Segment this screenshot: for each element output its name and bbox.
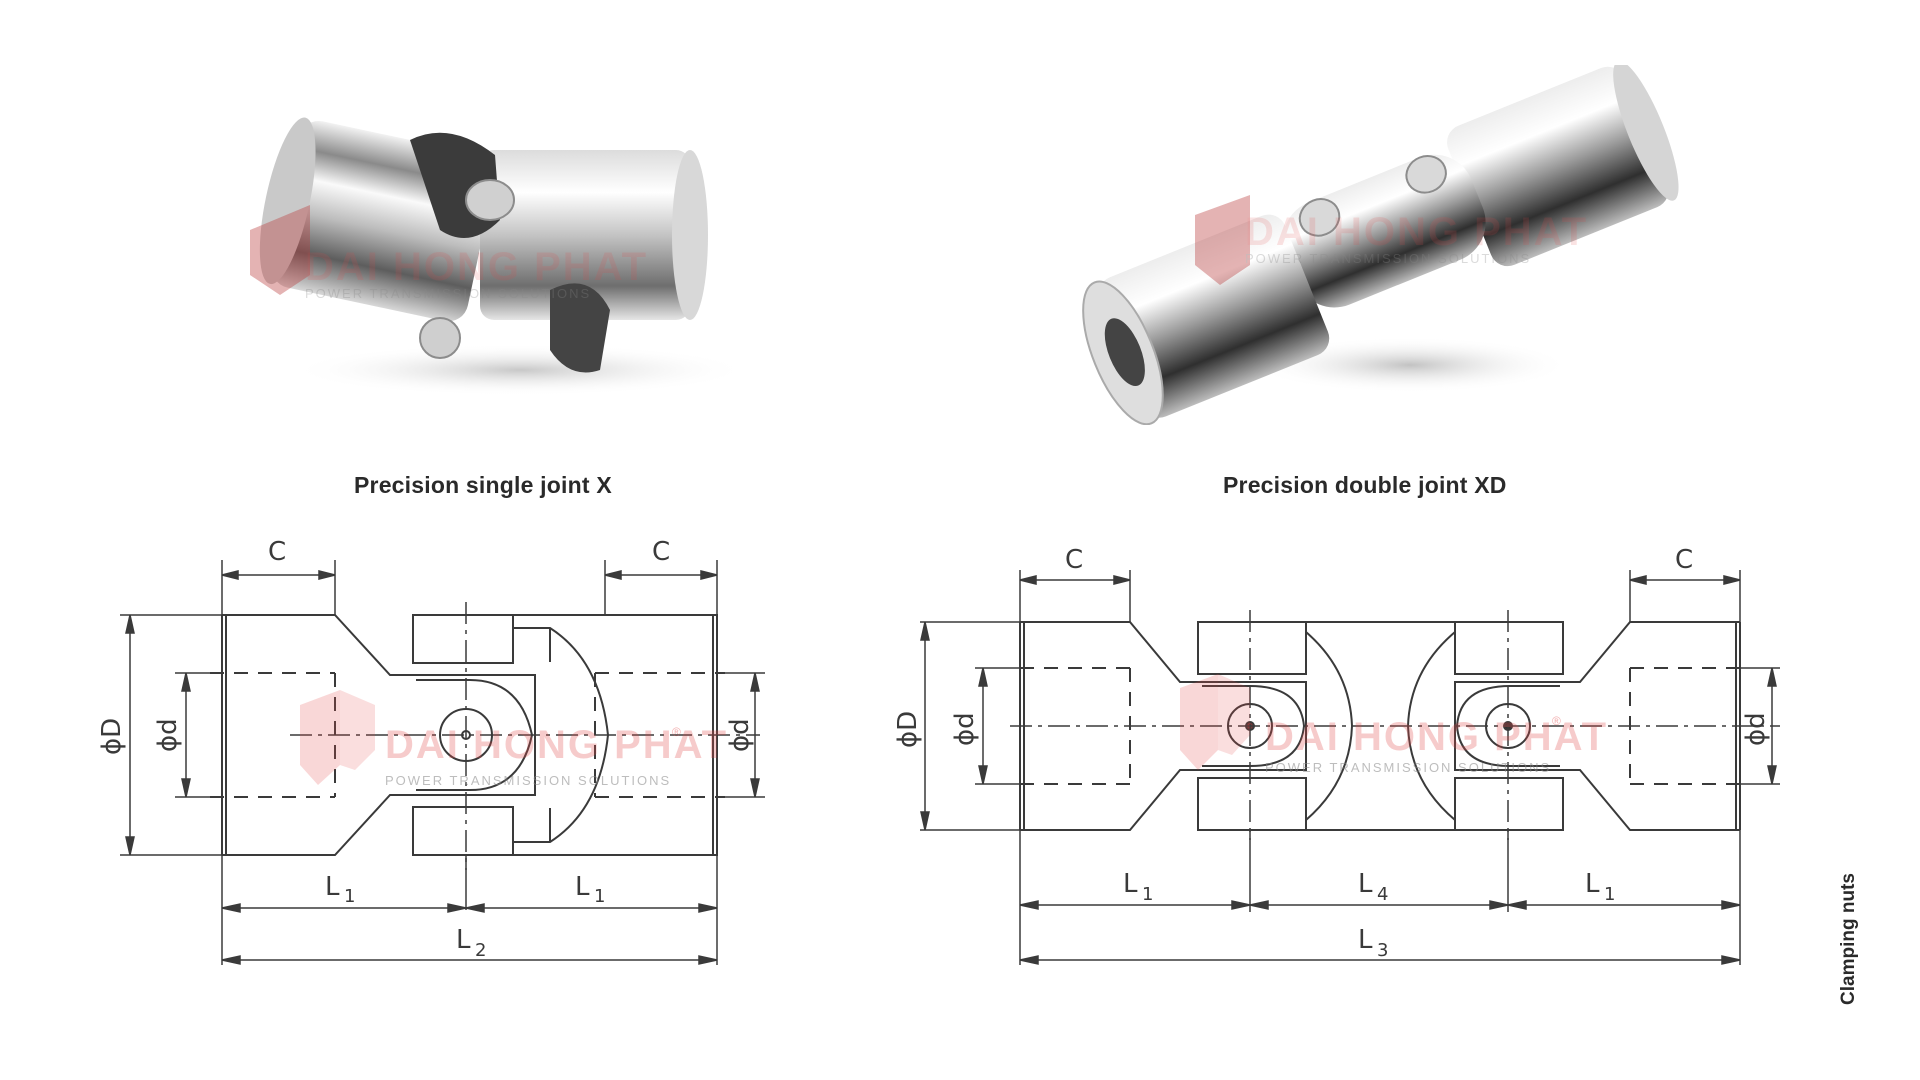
dim-L1-left: L (1123, 869, 1138, 899)
dim-L4-sub: 4 (1377, 884, 1388, 905)
watermark-brand: DAI HONG PHAT (1245, 210, 1588, 254)
dim-L1-left-sub: 1 (344, 886, 355, 907)
dim-L2-sub: 2 (475, 940, 486, 961)
watermark-tagline: POWER TRANSMISSION SOLUTIONS (1265, 760, 1551, 775)
dim-L1-right-sub: 1 (594, 886, 605, 907)
double-joint-photo: DAI HONG PHAT POWER TRANSMISSION SOLUTIO… (1080, 60, 1700, 426)
watermark-brand: DAI HONG PHAT (1265, 715, 1608, 759)
dim-phi-d-left: ϕd (950, 712, 980, 746)
watermark-registered: ® (1552, 714, 1561, 728)
watermark-brand: DAI HONG PHAT (305, 245, 648, 289)
watermark-brand: DAI HONG PHAT (385, 723, 728, 767)
dim-phi-d-right: ϕd (1741, 712, 1771, 746)
double-joint-caption: Precision double joint XD (1223, 472, 1507, 498)
dim-c-right: C (1675, 545, 1693, 575)
dim-phi-d-right: ϕd (725, 718, 755, 752)
double-joint-drawing: C C ϕD ϕd ϕd L 1 L 4 L 1 L 3 DAI HONG PH… (880, 540, 1810, 980)
dim-L1-left: L (325, 872, 340, 902)
single-joint-render: DAI HONG PHAT POWER TRANSMISSION SOLUTIO… (250, 117, 750, 396)
dim-L3-sub: 3 (1377, 940, 1388, 961)
single-joint-caption: Precision single joint X (354, 472, 612, 498)
dim-phi-d-left: ϕd (153, 718, 183, 752)
dim-c-left: C (1065, 545, 1083, 575)
dim-L3: L (1358, 925, 1373, 955)
watermark-registered: ® (672, 725, 681, 739)
dim-c-right: C (652, 540, 670, 567)
dim-c-left: C (268, 540, 286, 567)
double-joint-render: DAI HONG PHAT POWER TRANSMISSION SOLUTIO… (1082, 60, 1679, 426)
single-joint-drawing: C C ϕD ϕd ϕd L 1 L 1 L 2 DAI HONG PHAT ®… (97, 537, 820, 980)
watermark-logo: DAI HONG PHAT ® POWER TRANSMISSION SOLUT… (300, 690, 728, 788)
dim-L4: L (1358, 869, 1373, 899)
watermark-tagline: POWER TRANSMISSION SOLUTIONS (1245, 251, 1531, 266)
dim-phi-D: ϕD (893, 711, 923, 748)
dim-phi-D: ϕD (100, 718, 127, 755)
dim-L1-right-sub: 1 (1604, 884, 1615, 905)
dim-L2: L (456, 925, 471, 955)
watermark-tagline: POWER TRANSMISSION SOLUTIONS (305, 286, 591, 301)
dim-L1-left-sub: 1 (1142, 884, 1153, 905)
watermark-tagline: POWER TRANSMISSION SOLUTIONS (385, 773, 671, 788)
single-joint-photo: DAI HONG PHAT POWER TRANSMISSION SOLUTIO… (250, 80, 750, 400)
clamping-nuts-label: Clamping nuts (1838, 873, 1859, 1005)
dim-L1-right: L (1585, 869, 1600, 899)
dim-L1-right: L (575, 872, 590, 902)
watermark-logo: DAI HONG PHAT ® POWER TRANSMISSION SOLUT… (1180, 674, 1608, 775)
